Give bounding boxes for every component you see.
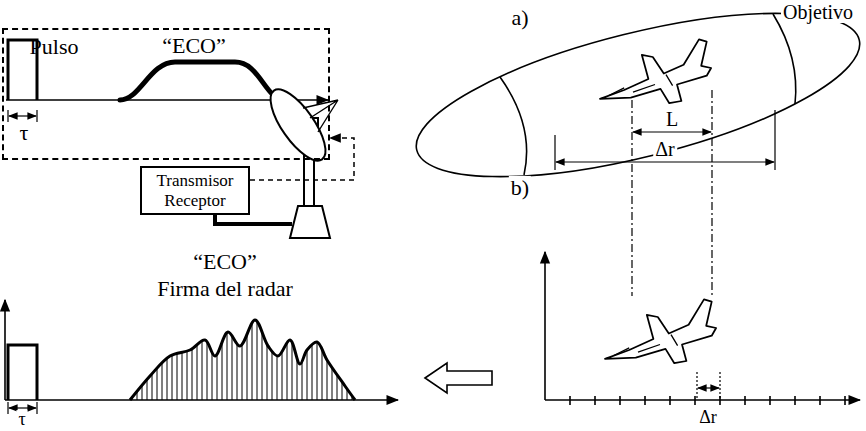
target-label: Objetivo [781,1,855,23]
transform-arrow [425,363,492,393]
radar-beam [402,0,866,210]
panel-label: a) [509,6,530,30]
panel-label: b) [509,176,531,200]
target-aircraft [600,39,711,103]
pulse-width-label: τ [20,121,29,145]
box-text: Transmisor Receptor [150,171,240,210]
axis-tick [669,396,671,405]
signature-label: Firma del radar [155,277,295,301]
range-axis [545,252,860,405]
axis-tick [819,396,821,405]
axis-tick [644,396,646,405]
axis-tick [769,396,771,405]
target-aircraft [605,299,716,363]
signature-plot [5,300,398,414]
dimension-label: L [664,108,680,130]
transceiver-box: Transmisor Receptor [140,166,250,215]
axis-tick [844,396,846,405]
dimension-label: Δr [653,138,677,160]
signal-panel: Pulso “ECO” τ [2,28,330,160]
pulse-label: Pulso [30,35,79,59]
axis-tick [694,396,696,405]
dimension-label: Δr [697,408,719,428]
radar-signature [130,320,355,400]
axis-tick [569,396,571,405]
pulse-width-label: τ [16,410,27,430]
axis-tick [794,396,796,405]
dimension-lines [555,90,775,296]
echo-label: “ECO” [162,34,226,58]
range-cell [697,372,720,398]
echo-label: “ECO” [191,250,259,274]
axis-tick [619,396,621,405]
axis-tick [744,396,746,405]
axis-tick [594,396,596,405]
